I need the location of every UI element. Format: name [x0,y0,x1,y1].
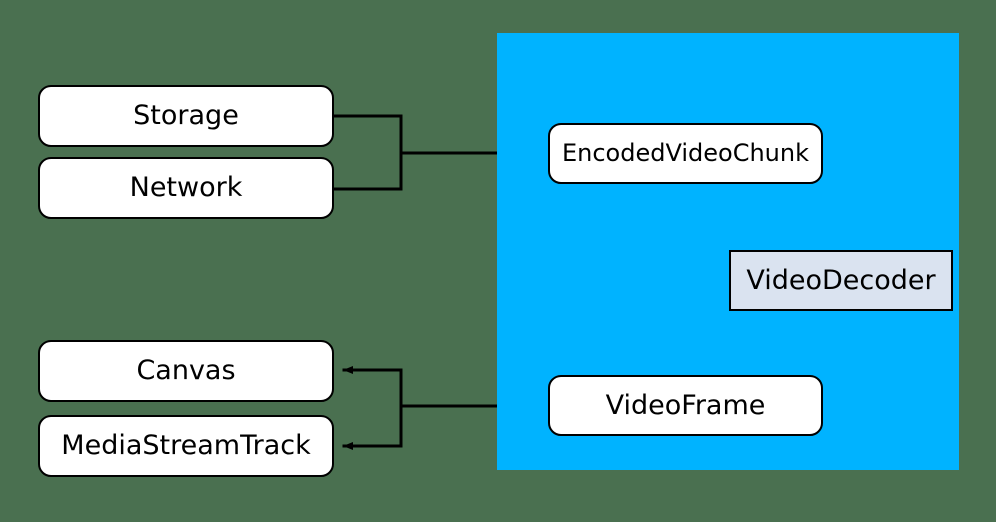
node-canvas-label: Canvas [136,355,236,387]
node-encodedvideochunk[interactable]: EncodedVideoChunk [548,123,823,184]
node-videoframe[interactable]: VideoFrame [548,375,823,436]
node-videodecoder[interactable]: VideoDecoder [729,250,953,311]
node-mediastreamtrack[interactable]: MediaStreamTrack [38,415,334,477]
node-storage[interactable]: Storage [38,85,334,147]
node-storage-label: Storage [133,100,239,132]
node-videodecoder-label: VideoDecoder [746,264,936,296]
node-encodedvideochunk-label: EncodedVideoChunk [561,139,810,168]
node-mediastreamtrack-label: MediaStreamTrack [61,430,311,462]
node-network-label: Network [129,172,243,204]
node-network[interactable]: Network [38,157,334,219]
node-canvas[interactable]: Canvas [38,340,334,402]
node-videoframe-label: VideoFrame [605,389,766,421]
